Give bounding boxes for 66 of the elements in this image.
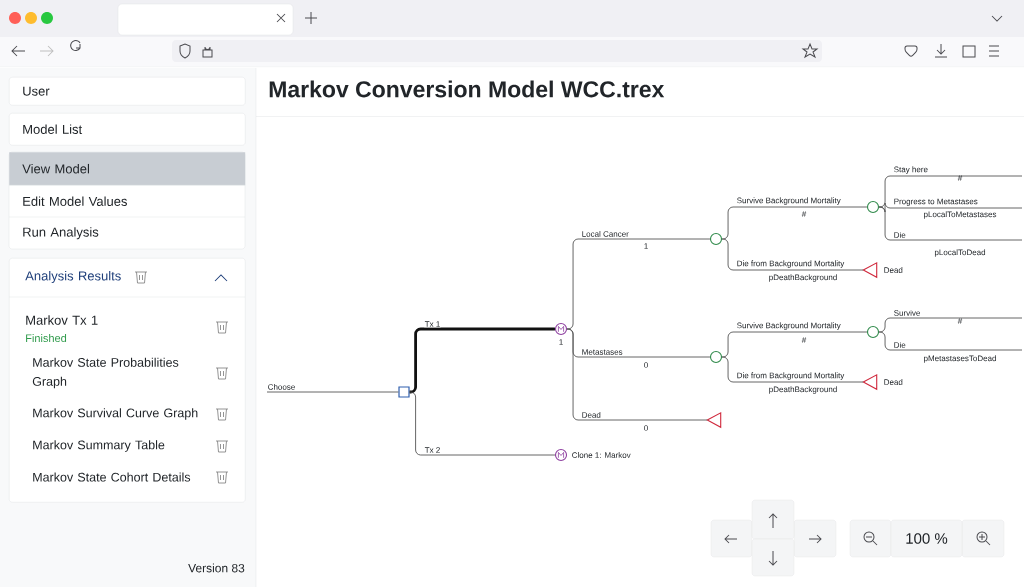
branch-label: Survive <box>893 309 921 317</box>
branch-line <box>721 238 864 271</box>
branch-label: Die from Background Mortality <box>736 259 845 269</box>
menu-item: Edit Model Values <box>23 196 127 206</box>
branch-label: Tx 1 <box>424 320 441 328</box>
status-text: Finished <box>26 333 67 343</box>
branch-line <box>566 238 711 330</box>
branch-line <box>721 356 864 383</box>
zoom-level-field: 100 % <box>890 519 963 558</box>
result-item: Markov Summary Table <box>33 440 165 452</box>
branch-label: Dead <box>581 411 602 419</box>
chance-node <box>709 350 723 364</box>
probability-label: 0 <box>644 425 648 431</box>
probability-label: pDeathBackground <box>769 274 837 282</box>
markov-node <box>554 448 568 462</box>
branch-line <box>266 391 399 393</box>
menu-item: User <box>9 77 246 106</box>
probability-label: # <box>801 211 807 217</box>
branch-label: Tx 2 <box>424 446 441 454</box>
branch-line <box>721 331 868 358</box>
menu-item: Run Analysis <box>23 227 99 240</box>
chance-node <box>866 200 880 214</box>
probability-label: pLocalToMetastases <box>924 211 997 219</box>
node-caption: Clone 1: Markov <box>572 452 631 458</box>
branch-label: Survive Background Mortality <box>736 321 842 331</box>
branch-label: Choose <box>267 383 296 391</box>
probability-label: pMetastasesToDead <box>924 355 996 363</box>
node-caption: Dead <box>884 379 903 385</box>
branch-label: Die <box>893 231 907 239</box>
branch-label: Stay here <box>893 165 929 175</box>
chance-node <box>709 232 723 246</box>
branch-line <box>409 327 555 394</box>
menu-item: Model List <box>9 113 246 146</box>
result-item: Markov State Cohort Details <box>33 472 191 482</box>
decision-node <box>398 386 410 398</box>
branch-line <box>409 391 556 456</box>
probability-label: pDeathBackground <box>769 386 837 394</box>
probability-label: 0 <box>644 362 648 368</box>
branch-line <box>878 206 1023 241</box>
markov-node <box>554 322 568 336</box>
branch-line <box>878 331 1023 351</box>
section-heading: Analysis Results <box>25 270 121 284</box>
result-item: Markov Survival Curve Graph <box>33 408 198 420</box>
branch-label: Die from Background Mortality <box>736 371 845 381</box>
branch-line <box>878 317 1023 333</box>
page-title: Markov Conversion Model WCC.trex <box>269 80 665 98</box>
chance-node <box>866 325 880 339</box>
node-caption: Dead <box>884 267 903 273</box>
menu-item: View Model <box>9 152 246 186</box>
result-item: Markov Tx 1 <box>26 315 98 325</box>
branch-line <box>566 328 708 421</box>
probability-label: # <box>957 318 963 324</box>
probability-label: 1 <box>644 243 648 249</box>
probability-label: # <box>801 337 807 343</box>
version-text: Version 83 <box>188 563 245 573</box>
result-item: Markov State Probabilities Graph <box>32 357 179 389</box>
probability-label: pLocalToDead <box>934 249 986 257</box>
branch-line <box>721 206 868 240</box>
branch-label: Local Cancer <box>581 230 630 238</box>
branch-line <box>878 175 1023 208</box>
branch-label: Metastases <box>581 348 624 356</box>
branch-label: Die <box>893 341 907 349</box>
branch-label: Survive Background Mortality <box>736 196 842 206</box>
probability-label: # <box>957 175 963 181</box>
node-caption: 1 <box>559 339 563 345</box>
branch-label: Progress to Metastases <box>893 198 979 207</box>
